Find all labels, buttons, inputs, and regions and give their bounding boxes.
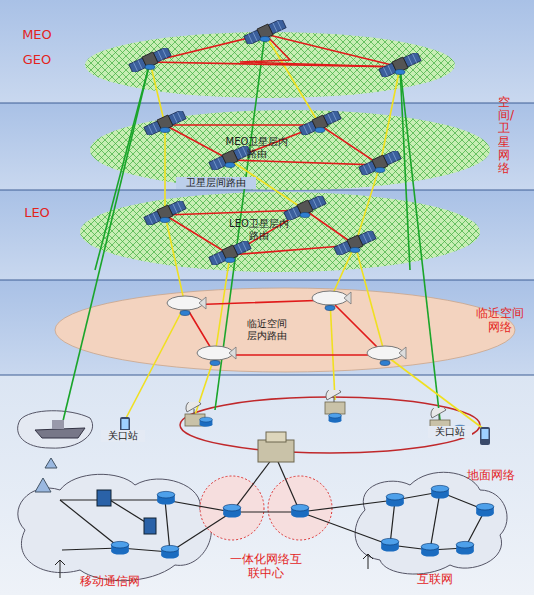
node-label: 移动通信网 (60, 574, 160, 588)
routing-label: 卫星层间路由 (176, 177, 256, 189)
orbit-band: GEO (0, 0, 534, 103)
orbit-band: 临近空间网络 临近空间层内路由 (0, 280, 534, 375)
node-label: GEO (14, 52, 60, 68)
node-label: 互联网 (400, 572, 470, 586)
node-label: 一体化网络互联中心 (230, 552, 302, 581)
layer-ellipse: MEO卫星层内路由 (90, 110, 490, 190)
node-label: MEO (14, 27, 60, 43)
section-label: 空间/卫星网络 (498, 96, 510, 175)
gateway-label: 关口站 (101, 430, 145, 442)
layer-ellipse: LEO卫星层内路由 (80, 192, 480, 272)
node-label: 临近空间网络 (472, 306, 528, 335)
orbit-band: MEOMEO卫星层内路由 (0, 103, 534, 190)
orbit-band: LEO LEO卫星层内路由 (0, 190, 534, 280)
layer-ellipse: 临近空间层内路由 (55, 288, 515, 372)
gateway-label: 关口站 (428, 426, 472, 438)
network-cloud: 互联网 (350, 470, 520, 592)
node-label: LEO卫星层内路由 (226, 218, 292, 242)
interconnect-center: 一体化网络互联中心 (196, 474, 336, 586)
node-label: 临近空间层内路由 (244, 318, 290, 342)
node-label: MEO卫星层内路由 (224, 136, 290, 160)
network-cloud: 移动通信网 (8, 470, 218, 592)
section-label: 地面网络 (460, 468, 522, 482)
node-label: LEO (14, 205, 60, 221)
